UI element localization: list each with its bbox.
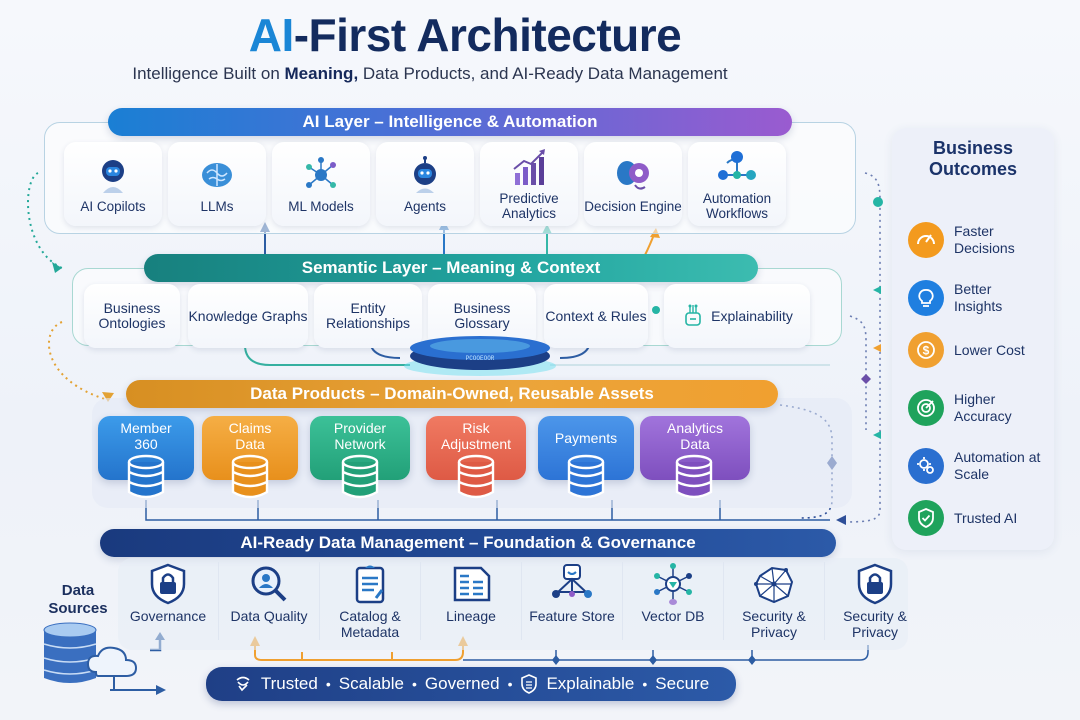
divider: [723, 562, 724, 640]
ai-card-llms[interactable]: LLMs: [168, 142, 266, 226]
data-product-provider-network[interactable]: Provider Network: [310, 416, 410, 480]
outcome-lower-cost[interactable]: $ Lower Cost: [908, 332, 1025, 368]
magnifier-user-icon: [251, 566, 287, 602]
handshake-icon: [236, 676, 250, 692]
ai-card-copilots[interactable]: AI Copilots: [64, 142, 162, 226]
outcome-automation-at-scale[interactable]: Automation at Scale: [908, 448, 1044, 484]
speedometer-icon: [908, 222, 944, 258]
ai-layer-header: AI Layer – Intelligence & Automation: [108, 108, 792, 136]
robot-icon: [414, 155, 436, 193]
page-title: AI-First Architecture: [248, 9, 682, 61]
divider: [319, 562, 320, 640]
data-sources-label: Data Sources: [48, 582, 108, 617]
clipboard-list-icon: [355, 565, 385, 604]
business-outcomes-panel: Business Outcomes Faster Decisions Bette…: [892, 128, 1054, 550]
foundation-item-vector-db[interactable]: Vector DB: [623, 562, 723, 624]
foundation-item-catalog-metadata[interactable]: Catalog & Metadata: [320, 562, 420, 640]
workflow-nodes-icon: [718, 151, 756, 180]
divider: [622, 562, 623, 640]
data-products-header: Data Products – Domain-Owned, Reusable A…: [126, 380, 778, 408]
outcome-trusted-ai[interactable]: Trusted AI: [908, 500, 1017, 536]
ai-layer-cards: AI Copilots LLMs ML Models Agents Predic…: [64, 142, 786, 226]
foundation-item-lineage[interactable]: Lineage: [421, 562, 521, 624]
brain-icon: [202, 162, 232, 187]
foundation-header: AI-Ready Data Management – Foundation & …: [100, 529, 836, 557]
target-icon: [908, 390, 944, 426]
gears-icon: [908, 448, 944, 484]
ai-card-predictive-analytics[interactable]: Predictive Analytics: [480, 142, 578, 226]
ai-card-ml-models[interactable]: ML Models: [272, 142, 370, 226]
semantic-layer-cards: Business Ontologies Knowledge Graphs Ent…: [84, 284, 824, 348]
ai-card-agents[interactable]: Agents: [376, 142, 474, 226]
shield-lock-icon: [150, 563, 186, 605]
semantic-card-knowledge-graphs[interactable]: Knowledge Graphs: [188, 284, 308, 348]
neural-network-icon: [306, 156, 336, 188]
dollar-coin-icon: $: [908, 332, 944, 368]
semantic-platform-disc: PCOOEOOR: [404, 336, 556, 376]
dot-icon: [652, 306, 660, 314]
robot-headset-icon: [102, 159, 124, 193]
shield-lock-icon: [857, 563, 893, 605]
platform-label: PCOOEOOR: [466, 355, 495, 362]
outcomes-title: Business Outcomes: [928, 138, 1018, 179]
divider: [824, 562, 825, 640]
outcome-higher-accuracy[interactable]: Higher Accuracy: [908, 390, 1024, 426]
divider: [420, 562, 421, 640]
semantic-card-context-rules[interactable]: Context & Rules: [544, 284, 648, 348]
outcome-faster-decisions[interactable]: Faster Decisions: [908, 222, 1034, 258]
semantic-layer-header: Semantic Layer – Meaning & Context: [144, 254, 758, 282]
divider: [521, 562, 522, 640]
ai-card-automation-workflows[interactable]: Automation Workflows: [688, 142, 786, 226]
connector-ai-to-semantic: [27, 172, 63, 269]
foundation-item-data-quality[interactable]: Data Quality: [219, 562, 319, 624]
ai-card-decision-engine[interactable]: Decision Engine: [584, 142, 682, 226]
bar-chart-trend-icon: [513, 149, 545, 185]
divider: [218, 562, 219, 640]
feature-tree-icon: [552, 564, 592, 598]
brain-gear-icon: [617, 160, 649, 190]
svg-text:$: $: [923, 344, 930, 358]
data-product-db-icons: [127, 454, 713, 499]
semantic-card-explainability[interactable]: Explainability: [664, 284, 810, 348]
connector-semantic-to-products: [47, 321, 109, 401]
foundation-item-security-privacy-shield[interactable]: Security & Privacy: [825, 562, 925, 640]
data-product-risk-adjustment[interactable]: Risk Adjustment: [426, 416, 526, 480]
foundation-item-feature-store[interactable]: Feature Store: [522, 562, 622, 624]
pillars-bar: Trusted • Scalable • Governed • Explaina…: [206, 667, 736, 701]
data-sources-icon[interactable]: [40, 622, 150, 692]
explainability-icon: [685, 304, 701, 326]
shield-icon: [521, 674, 538, 694]
network-globe-icon: [754, 566, 794, 604]
pillar-governed: Governed: [424, 674, 500, 693]
shield-check-icon: [908, 500, 944, 536]
outcome-better-insights[interactable]: Better Insights: [908, 280, 1024, 316]
semantic-card-ontologies[interactable]: Business Ontologies: [84, 284, 180, 348]
data-products-cards: Member 360 Claims Data Provider Network …: [98, 416, 758, 506]
foundation-item-governance[interactable]: Governance: [118, 562, 218, 624]
semantic-card-entity-relationships[interactable]: Entity Relationships: [314, 284, 422, 348]
document-lines-icon: [453, 566, 491, 602]
foundation-item-security-privacy-network[interactable]: Security & Privacy: [724, 562, 824, 640]
page-subtitle: Intelligence Built on Meaning, Data Prod…: [132, 64, 728, 83]
pillar-trusted: Trusted: [260, 674, 318, 693]
foundation-items: Governance Data Quality Catalog & Metada…: [118, 562, 925, 640]
pillar-scalable: Scalable: [338, 674, 404, 693]
pillar-explainable: Explainable: [546, 674, 635, 693]
pillar-secure: Secure: [655, 674, 710, 693]
lightbulb-icon: [908, 280, 944, 316]
vector-hub-icon: [654, 563, 692, 605]
data-product-payments[interactable]: Payments: [538, 416, 634, 480]
data-product-member-360[interactable]: Member 360: [98, 416, 194, 480]
